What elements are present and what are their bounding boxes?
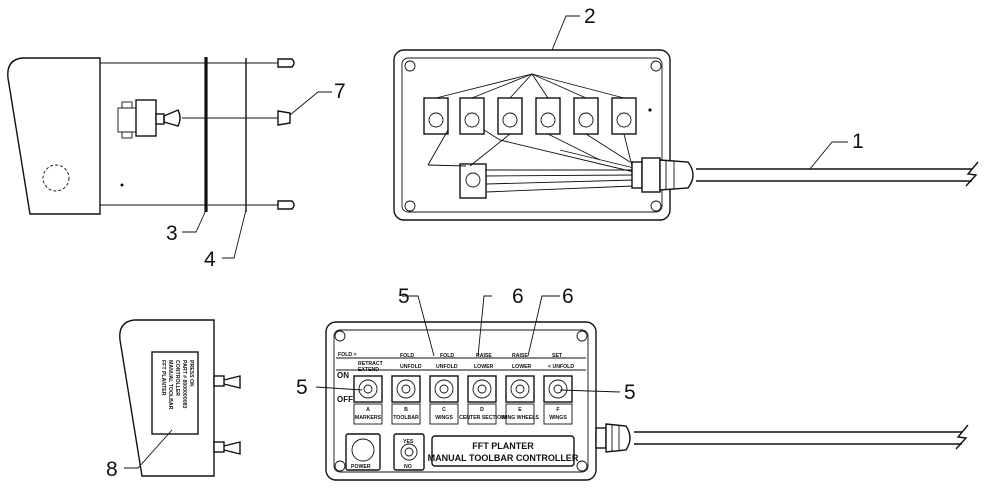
svg-text:5: 5 [398, 285, 410, 308]
panel-switch-b[interactable] [391, 375, 421, 425]
toggle-switch-side [117, 99, 181, 139]
switch-name: TOOLBAR [393, 415, 419, 421]
yes-no-toggle[interactable] [393, 433, 425, 471]
svg-text:4: 4 [204, 248, 216, 271]
svg-text:RETRACT: RETRACT [358, 361, 384, 367]
cable-1 [696, 161, 979, 187]
housing-side-view-2 [119, 319, 215, 477]
panel-switch-f[interactable] [543, 375, 573, 425]
svg-text:CONTROLLER: CONTROLLER [174, 360, 180, 396]
switch-name: WING WHEELS [501, 415, 539, 421]
toggle-no-label: NO [404, 464, 412, 470]
callout-5-top: 5 [398, 285, 435, 357]
callout-5-left: 5 [296, 376, 363, 399]
title-plate: FFT PLANTER MANUAL TOOLBAR CONTROLLER [428, 435, 579, 467]
housing-side-view [7, 57, 124, 215]
title-line-2: MANUAL TOOLBAR CONTROLLER [428, 453, 579, 463]
off-label: OFF [337, 395, 353, 404]
switch-letter: C [442, 407, 446, 413]
svg-text:RAISE: RAISE [476, 353, 492, 359]
panel-switch-c[interactable] [429, 375, 459, 425]
callout-3: 3 [166, 209, 207, 245]
switch-name: MARKERS [355, 415, 382, 421]
switch-name: WINGS [435, 415, 453, 421]
svg-text:5: 5 [296, 376, 308, 399]
label-plate-8: FFT PLANTER MANUAL TOOLBAR CONTROLLER PA… [151, 351, 199, 435]
toggle-nut-7 [277, 110, 291, 126]
callout-7: 7 [289, 80, 346, 116]
svg-text:2: 2 [584, 5, 596, 28]
svg-text:FFT PLANTER: FFT PLANTER [160, 360, 166, 396]
svg-text:5: 5 [624, 381, 636, 404]
title-line-1: FFT PLANTER [472, 441, 534, 451]
controller-front-panel [325, 321, 597, 481]
on-label: ON [337, 371, 349, 380]
callout-2: 2 [551, 5, 596, 51]
cable-gland [631, 157, 694, 193]
svg-text:LOWER: LOWER [512, 364, 532, 370]
svg-text:EXTEND: EXTEND [358, 367, 379, 373]
switch-letter: B [404, 407, 408, 413]
svg-text:SET: SET [552, 353, 563, 359]
svg-text:< UNFOLD: < UNFOLD [548, 364, 574, 370]
enclosure-interior [393, 49, 671, 221]
callout-6-left: 6 [477, 285, 524, 357]
svg-text:UNFOLD: UNFOLD [400, 364, 422, 370]
svg-text:MANUAL TOOLBAR: MANUAL TOOLBAR [167, 360, 173, 410]
exploded-guide-lines [100, 62, 278, 206]
screws [277, 58, 295, 210]
cable-2 [634, 424, 969, 450]
power-label: POWER [351, 464, 371, 470]
svg-text:LOWER: LOWER [474, 364, 494, 370]
switch-letter: D [480, 407, 484, 413]
function-label-strip: FOLD > < UNFOLD RETRACT EXTEND FOLD UNFO… [336, 352, 586, 373]
svg-text:6: 6 [512, 285, 524, 308]
svg-text:PRESS OK: PRESS OK [188, 360, 194, 387]
svg-text:FOLD >: FOLD > [338, 352, 357, 358]
panel-switch-row: A MARKERS B TOOLBAR C WINGS D CENTER SECTION E WI… [353, 375, 573, 425]
panel-switch-e[interactable] [505, 375, 535, 425]
switch-name: WINGS [549, 415, 567, 421]
switch-letter: E [518, 407, 522, 413]
svg-text:7: 7 [334, 80, 346, 103]
callout-4: 4 [204, 209, 247, 271]
svg-text:UNFOLD: UNFOLD [436, 364, 458, 370]
power-button[interactable] [345, 433, 381, 471]
svg-text:FOLD: FOLD [440, 353, 454, 359]
panel-switch-d[interactable] [467, 375, 497, 425]
svg-text:8: 8 [106, 458, 118, 481]
callout-5-right: 5 [559, 381, 636, 404]
toggle-yes-label: YES [403, 439, 414, 445]
svg-text:1: 1 [852, 130, 864, 153]
switch-name: CENTER SECTION [459, 415, 505, 421]
callout-1: 1 [809, 130, 864, 170]
callout-6-right: 6 [527, 285, 574, 357]
svg-text:PART # 8000000083: PART # 8000000083 [181, 360, 187, 408]
wiring [427, 73, 635, 193]
switch-terminals [423, 97, 637, 199]
svg-text:3: 3 [166, 222, 178, 245]
switch-letter: A [366, 407, 370, 413]
svg-text:6: 6 [562, 285, 574, 308]
side-toggles [213, 375, 241, 455]
callout-8: 8 [106, 429, 173, 481]
svg-text:RAISE: RAISE [512, 353, 528, 359]
cable-gland-2 [595, 423, 631, 453]
panel-switch-a[interactable] [353, 375, 383, 425]
switch-letter: F [556, 407, 559, 413]
svg-text:FOLD: FOLD [400, 353, 414, 359]
